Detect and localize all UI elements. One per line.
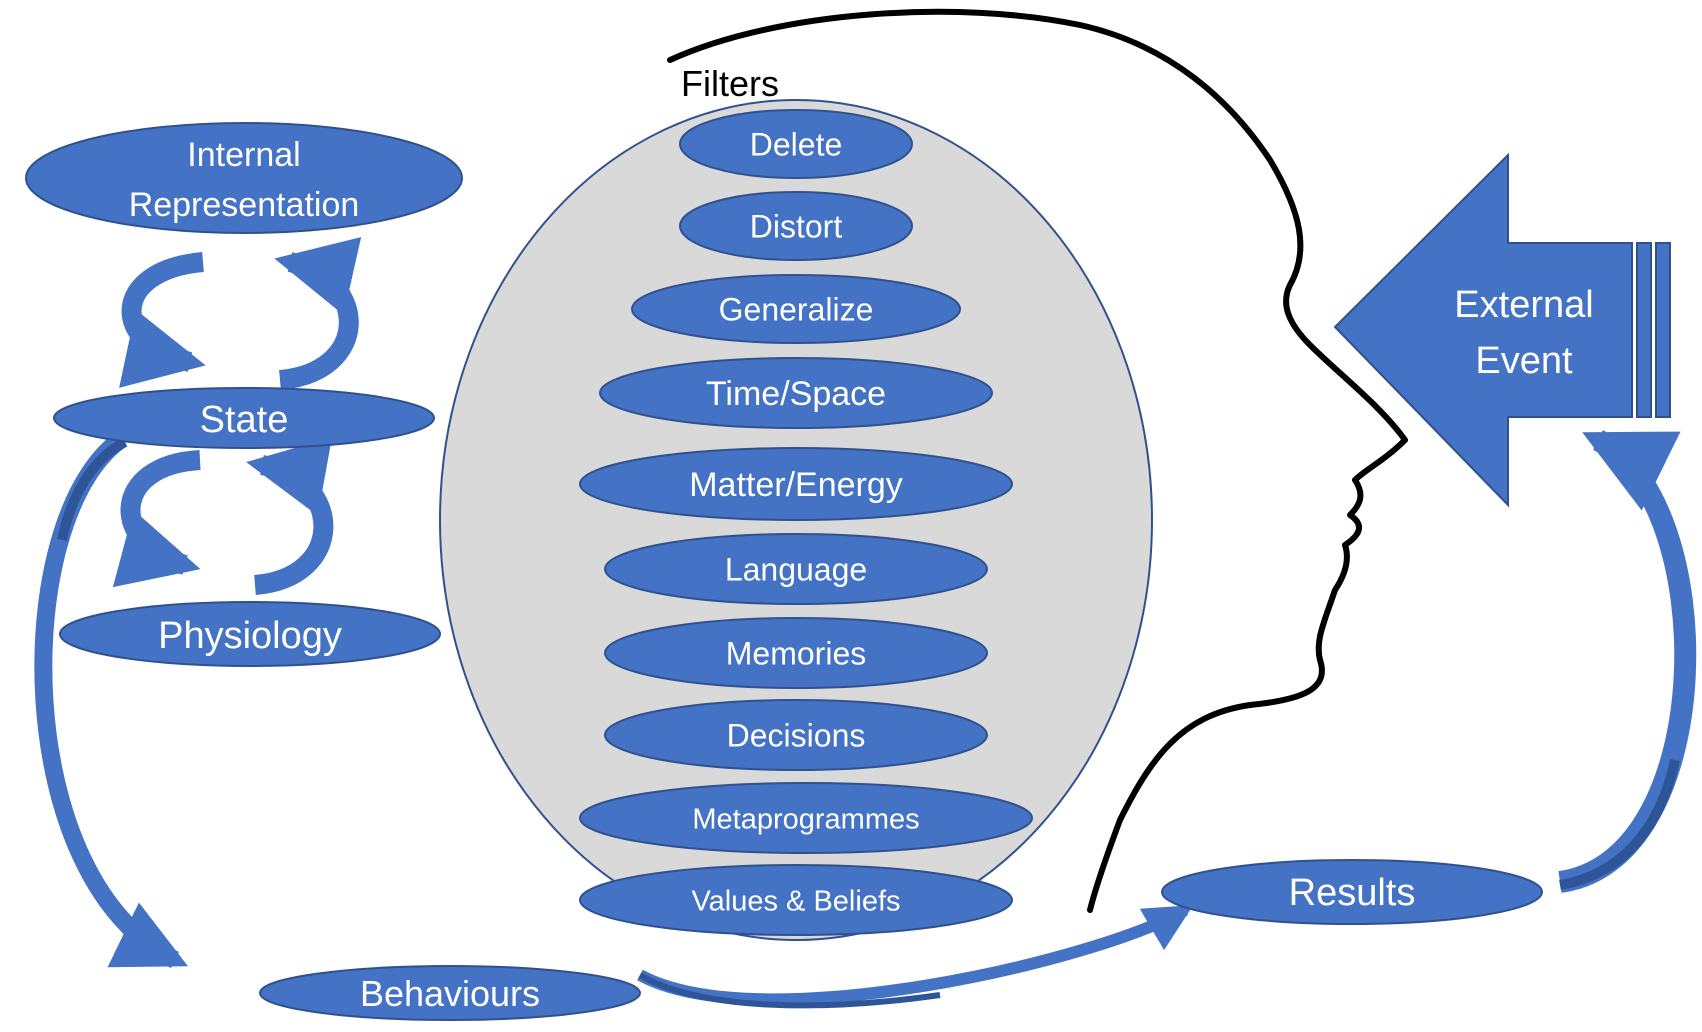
filter-pill — [604, 533, 988, 605]
internal-representation-label-1: Internal — [187, 136, 300, 174]
filter-generalize: Generalize — [631, 274, 961, 344]
curved-arrow-icon — [1558, 430, 1697, 893]
cycle-arrows-bottom — [112, 437, 334, 595]
external-event-arrow: External Event — [1333, 152, 1671, 508]
filter-metaprogrammes: Metaprogrammes — [579, 782, 1033, 854]
internal-representation-label-2: Representation — [129, 186, 360, 224]
arrow-stripe — [1636, 242, 1652, 418]
filter-label: Generalize — [719, 292, 874, 328]
filter-pill — [679, 109, 913, 179]
filter-pill — [604, 617, 988, 689]
physiology-label: Physiology — [158, 615, 342, 657]
cycle-arrows-top — [119, 237, 362, 390]
filter-pill — [579, 447, 1013, 521]
filter-list: DeleteDistortGeneralizeTime/SpaceMatter/… — [579, 109, 1033, 936]
results-node: Results — [1161, 859, 1543, 925]
filter-label: Values & Beliefs — [691, 885, 900, 917]
physiology-node: Physiology — [59, 601, 441, 667]
filter-time-space: Time/Space — [599, 357, 993, 429]
filter-pill — [599, 357, 993, 429]
filter-label: Memories — [726, 636, 866, 672]
external-event-label-2: Event — [1475, 340, 1573, 382]
filter-label: Language — [725, 552, 867, 588]
curved-arrow-icon — [119, 252, 206, 388]
block-arrow-icon — [1333, 152, 1633, 508]
filter-pill — [579, 864, 1013, 936]
behaviours-node: Behaviours — [259, 965, 641, 1021]
filter-pill — [679, 191, 913, 261]
filter-decisions: Decisions — [604, 699, 988, 771]
filters-title: Filters — [681, 63, 779, 104]
filter-label: Decisions — [727, 718, 866, 754]
filter-values-beliefs: Values & Beliefs — [579, 864, 1013, 936]
arrow-shadow — [638, 972, 941, 1009]
filter-label: Metaprogrammes — [692, 803, 919, 835]
filter-language: Language — [604, 533, 988, 605]
arrow-shadow — [57, 437, 128, 541]
filter-label: Time/Space — [706, 375, 886, 413]
filter-label: Distort — [750, 209, 843, 245]
curved-arrow-icon — [112, 450, 201, 588]
filter-delete: Delete — [679, 109, 913, 179]
external-event-label-1: External — [1454, 284, 1593, 326]
filter-pill — [631, 274, 961, 344]
curved-arrow-icon — [274, 237, 362, 390]
filter-label: Delete — [750, 127, 843, 163]
behaviours-label: Behaviours — [360, 973, 540, 1014]
internal-representation-node: Internal Representation — [25, 122, 463, 234]
filter-matter-energy: Matter/Energy — [579, 447, 1013, 521]
curved-arrow-icon — [246, 437, 334, 595]
results-label: Results — [1289, 872, 1416, 914]
filter-pill — [579, 782, 1033, 854]
filter-distort: Distort — [679, 191, 913, 261]
arrow-shadow — [1559, 758, 1680, 890]
filter-pill — [604, 699, 988, 771]
filter-label: Matter/Energy — [689, 466, 903, 504]
state-label: State — [200, 399, 289, 441]
state-node: State — [53, 387, 435, 449]
arrow-stripe — [1655, 242, 1671, 418]
filter-memories: Memories — [604, 617, 988, 689]
head-silhouette-icon — [667, 8, 1408, 913]
